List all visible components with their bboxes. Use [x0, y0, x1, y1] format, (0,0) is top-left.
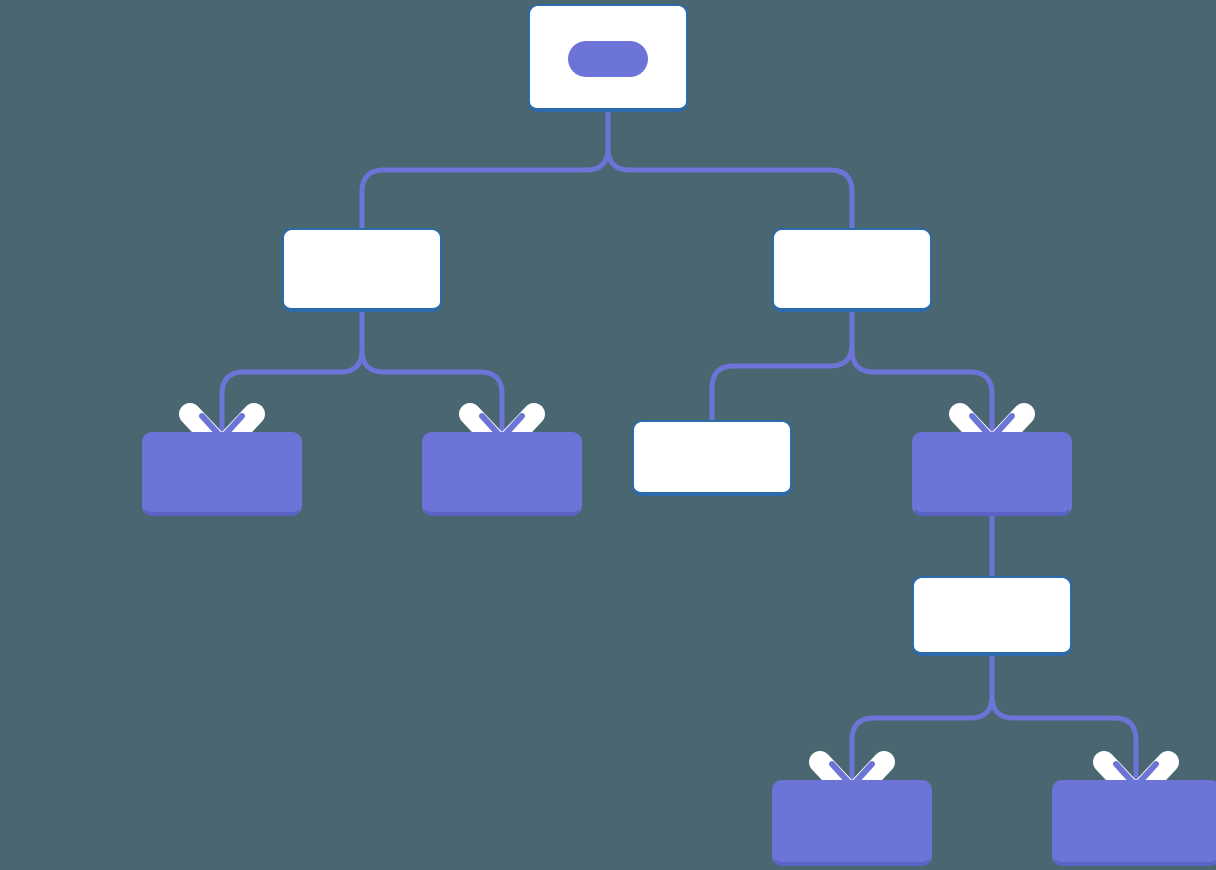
edge-line: [849, 309, 995, 435]
root-pill-marker: [568, 41, 648, 77]
node-n9[interactable]: [772, 780, 932, 866]
edge-line: [989, 653, 1139, 783]
edge-e3: [219, 309, 365, 435]
edge-line: [849, 653, 995, 783]
edge-line: [605, 109, 855, 231]
node-n10[interactable]: [1052, 780, 1216, 866]
edge-e4: [359, 309, 505, 435]
node-n2[interactable]: [282, 228, 442, 312]
edge-line: [219, 309, 365, 435]
node-n4[interactable]: [142, 432, 302, 516]
edge-e1: [359, 109, 611, 231]
edge-e6: [849, 309, 995, 435]
edge-e5: [709, 309, 855, 423]
edge-e8: [849, 653, 995, 783]
edge-line: [359, 309, 505, 435]
edge-line: [359, 109, 611, 231]
node-n6[interactable]: [632, 420, 792, 496]
edge-line: [709, 309, 855, 423]
node-n5[interactable]: [422, 432, 582, 516]
node-n7[interactable]: [912, 432, 1072, 516]
node-n8[interactable]: [912, 576, 1072, 656]
edge-e2: [605, 109, 855, 231]
edge-e9: [989, 653, 1139, 783]
node-n3[interactable]: [772, 228, 932, 312]
